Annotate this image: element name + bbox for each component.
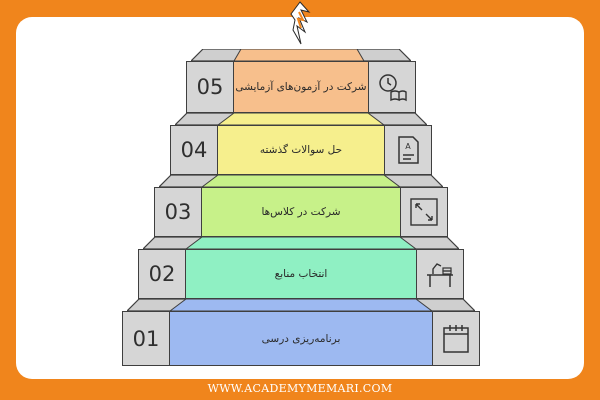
step-label: برنامه‌ریزی درسی — [170, 311, 432, 366]
step-number: 03 — [154, 187, 202, 237]
step-05-top-face — [191, 49, 411, 61]
website-footer: WWW.ACADEMYMEMARI.COM — [207, 382, 393, 395]
step-number: 05 — [186, 61, 234, 113]
step-03-top-face — [159, 175, 443, 187]
calendar-icon — [432, 311, 480, 366]
step-01-top-face — [127, 299, 475, 311]
step-number: 02 — [138, 249, 186, 299]
step-label: شرکت در آزمون‌های آزمایشی — [234, 61, 368, 113]
step-label: حل سوالات گذشته — [218, 125, 384, 175]
step-04-top-face — [175, 113, 427, 125]
step-number: 01 — [122, 311, 170, 366]
step-label: انتخاب منابع — [186, 249, 416, 299]
step-number: 04 — [170, 125, 218, 175]
step-label: شرکت در کلاس‌ها — [202, 187, 400, 237]
document-icon: A — [384, 125, 432, 175]
expand-hand-icon — [400, 187, 448, 237]
brand-logo-icon — [285, 0, 315, 58]
clock-book-icon — [368, 61, 416, 113]
desk-lamp-icon — [416, 249, 464, 299]
svg-text:A: A — [405, 142, 411, 151]
step-02-top-face — [143, 237, 459, 249]
